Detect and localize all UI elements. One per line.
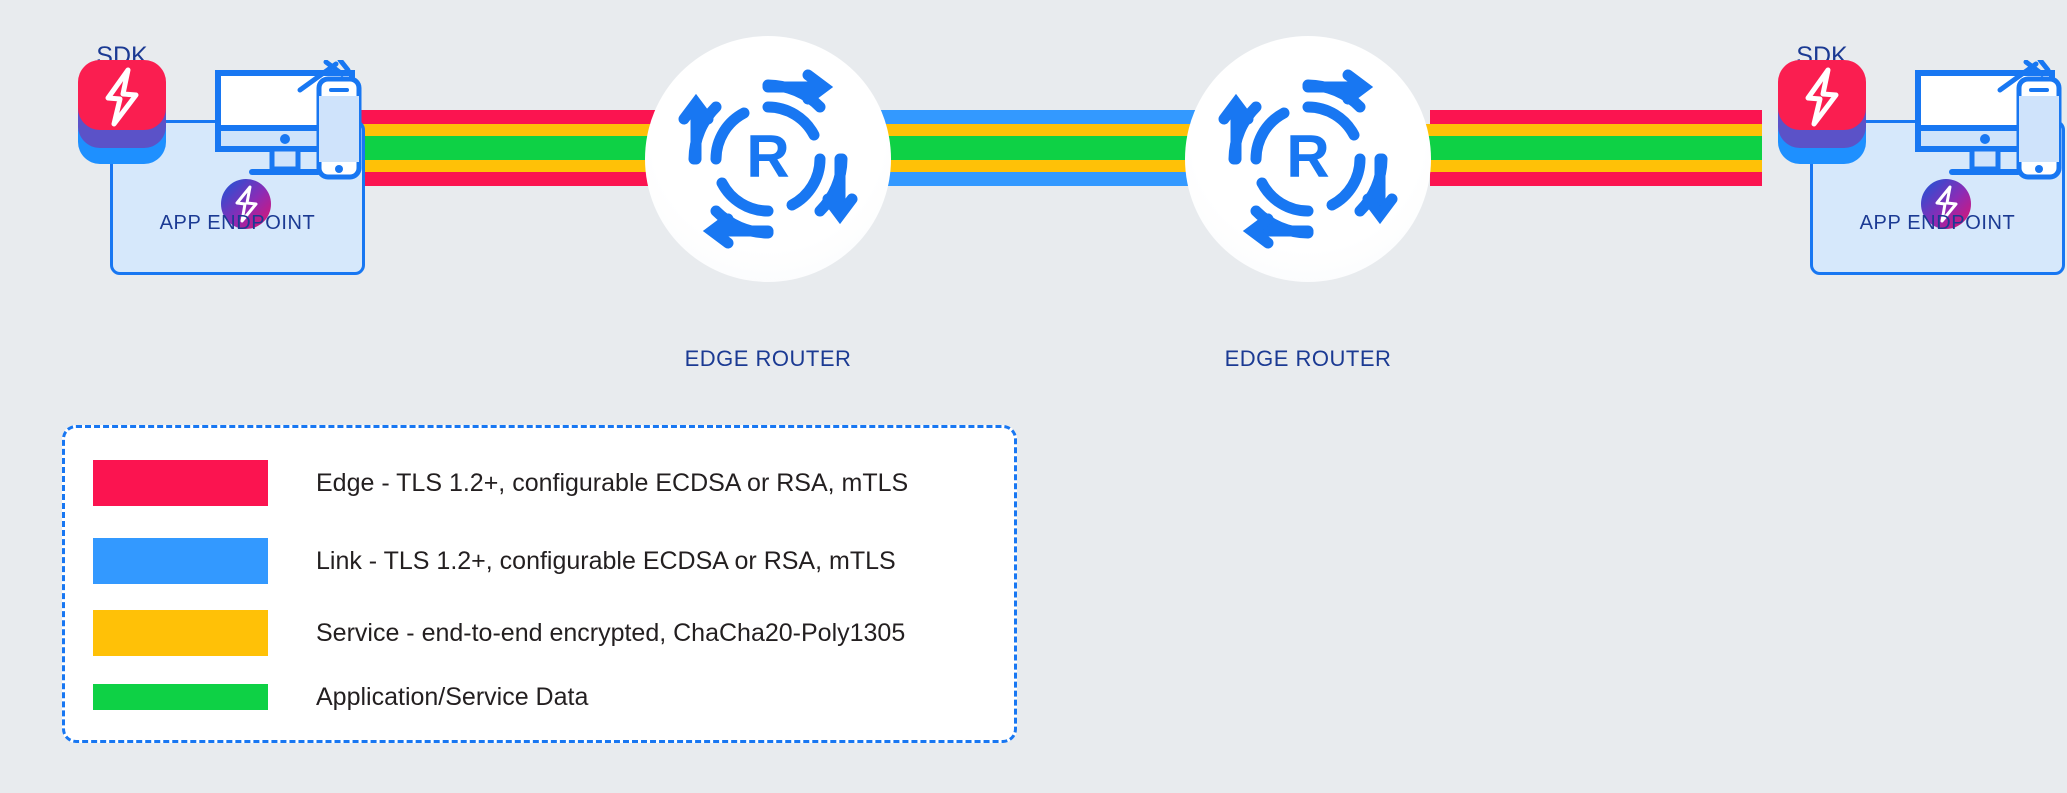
mobile-phone-icon xyxy=(316,76,362,180)
edge-router-right[interactable]: R EDGE ROUTER xyxy=(1185,36,1431,371)
stripe-service-top xyxy=(1430,124,1762,136)
legend-item-edge: Edge - TLS 1.2+, configurable ECDSA or R… xyxy=(93,456,993,510)
stripe-service-top xyxy=(338,124,670,136)
app-endpoint-left[interactable]: SDK APP xyxy=(40,0,400,300)
legend-label-link: Link - TLS 1.2+, configurable ECDSA or R… xyxy=(316,546,896,575)
stripe-data xyxy=(1430,136,1762,160)
legend-label-edge: Edge - TLS 1.2+, configurable ECDSA or R… xyxy=(316,468,909,497)
legend-panel: Edge - TLS 1.2+, configurable ECDSA or R… xyxy=(62,425,1017,743)
router-circular-arrows-icon: R xyxy=(1208,59,1408,259)
app-endpoint-right[interactable]: SDK APP ENDPO xyxy=(1740,0,2067,300)
legend-label-data: Application/Service Data xyxy=(316,682,589,711)
ziti-bolt-badge-icon xyxy=(220,178,272,230)
stripe-edge-bottom xyxy=(338,172,670,186)
stripe-data xyxy=(338,136,670,160)
router-circular-arrows-icon: R xyxy=(668,59,868,259)
stripe-service-bottom xyxy=(1430,160,1762,172)
endpoint-label-right: APP ENDPOINT xyxy=(1859,212,2016,234)
legend-swatch-edge xyxy=(93,460,268,506)
legend-item-data: Application/Service Data xyxy=(93,670,993,724)
sdk-stack-icon xyxy=(1762,58,1882,173)
ziti-bolt-badge-icon xyxy=(1920,178,1972,230)
router-disc xyxy=(645,36,891,282)
wireless-signal-icon xyxy=(296,60,356,94)
legend-swatch-link xyxy=(93,538,268,584)
svg-text:R: R xyxy=(746,123,789,190)
sdk-stack-icon xyxy=(62,58,182,173)
legend-swatch-data xyxy=(93,684,268,710)
stripe-link-top xyxy=(880,110,1220,124)
edge-router-label-left: EDGE ROUTER xyxy=(684,346,852,371)
stripe-edge-top xyxy=(1430,110,1762,124)
legend-item-link: Link - TLS 1.2+, configurable ECDSA or R… xyxy=(93,534,993,588)
stripe-edge-bottom xyxy=(1430,172,1762,186)
edge-router-left[interactable]: R EDGE ROUTER xyxy=(645,36,891,371)
wireless-signal-icon xyxy=(1996,60,2056,94)
stripe-link-bottom xyxy=(880,172,1220,186)
connection-endpoint-to-router-left xyxy=(338,110,670,186)
legend-item-service: Service - end-to-end encrypted, ChaCha20… xyxy=(93,606,993,660)
stripe-edge-top xyxy=(338,110,670,124)
router-disc xyxy=(1185,36,1431,282)
stripe-service-bottom xyxy=(338,160,670,172)
connection-router-to-endpoint-right xyxy=(1430,110,1762,186)
svg-text:R: R xyxy=(1286,123,1329,190)
legend-swatch-service xyxy=(93,610,268,656)
legend-label-service: Service - end-to-end encrypted, ChaCha20… xyxy=(316,618,906,647)
edge-router-label-right: EDGE ROUTER xyxy=(1224,346,1392,371)
mobile-phone-icon xyxy=(2016,76,2062,180)
endpoint-label-left: APP ENDPOINT xyxy=(159,212,316,234)
